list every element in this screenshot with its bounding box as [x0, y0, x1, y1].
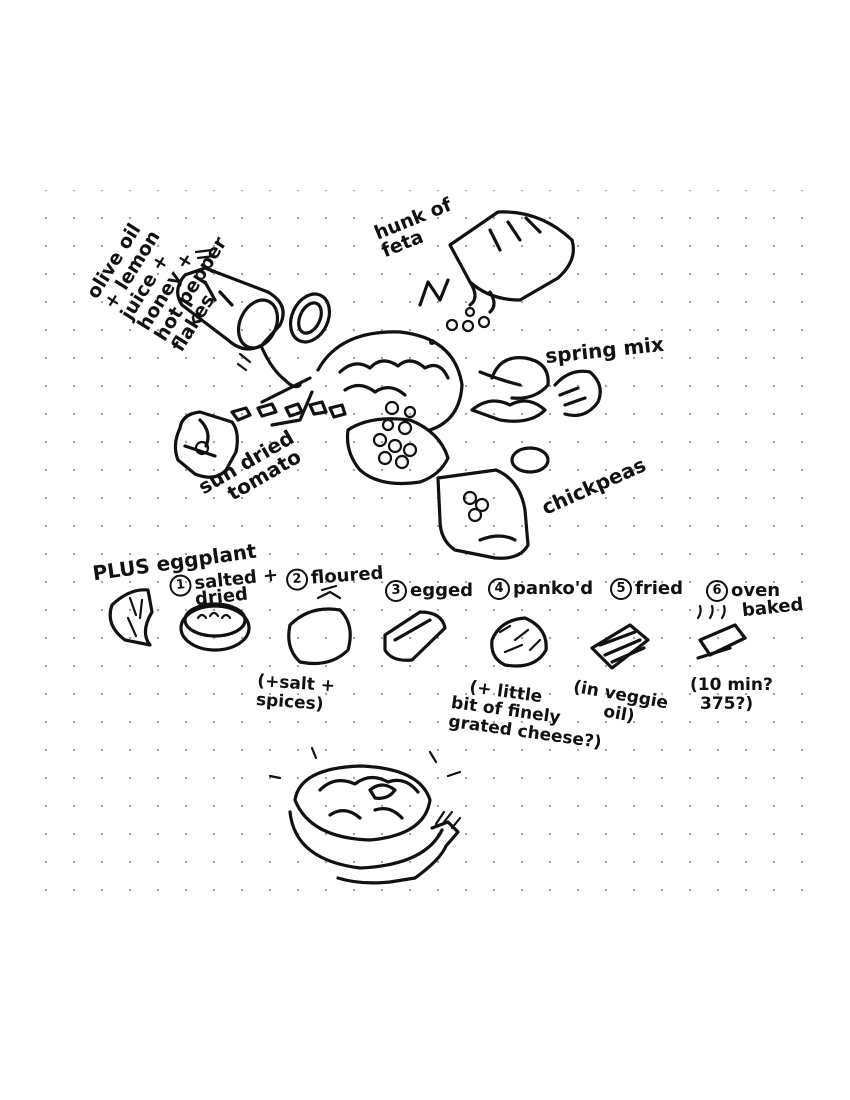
step-number-badge: 4 — [488, 578, 510, 600]
eggplant-drawing — [110, 590, 152, 645]
step-number-badge: 3 — [385, 580, 407, 602]
step-number-badge: 6 — [706, 580, 728, 602]
note-floured: (+salt + spices) — [255, 672, 335, 715]
salad-bowl-drawing — [262, 332, 462, 434]
note-line: (10 min? — [690, 676, 773, 695]
step-panko-drawing — [492, 618, 546, 666]
step-label: fried — [635, 578, 683, 599]
step-label: egged — [410, 580, 473, 601]
note-baked: (10 min? 375?) — [690, 676, 773, 713]
step-number-badge: 5 — [610, 578, 632, 600]
step-number-badge: 2 — [285, 568, 308, 591]
step-label: floured — [310, 563, 384, 589]
step-label: panko'd — [513, 578, 593, 599]
step-floured-drawing — [289, 586, 350, 664]
chickpeas-drawing — [348, 419, 549, 558]
step-fried-drawing — [592, 625, 648, 668]
spring-mix-drawing — [472, 358, 600, 422]
note-line: 375?) — [690, 695, 773, 714]
step-number-badge: 1 — [168, 573, 192, 597]
finished-plate-drawing — [270, 748, 460, 883]
step-egged-drawing — [385, 612, 445, 660]
step-salted-drawing — [181, 604, 249, 650]
